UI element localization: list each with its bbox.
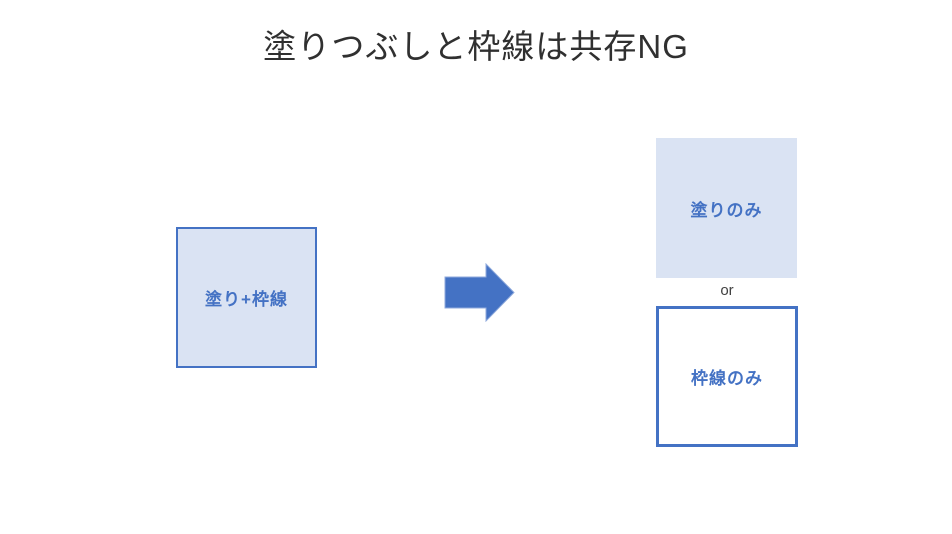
right-arrow-icon <box>444 263 515 322</box>
fill-only-box-label: 塗りのみ <box>690 200 763 220</box>
or-label: or <box>720 282 734 299</box>
fill-and-border-box-label: 塗り+枠線 <box>205 290 288 309</box>
fill-and-border-box: 塗り+枠線 <box>176 227 317 368</box>
fill-only-box: 塗りのみ <box>656 138 797 278</box>
border-only-box-label: 枠線のみ <box>691 369 763 388</box>
border-only-box: 枠線のみ <box>656 306 798 447</box>
slide-title: 塗りつぶしと枠線は共存NG <box>263 28 689 65</box>
